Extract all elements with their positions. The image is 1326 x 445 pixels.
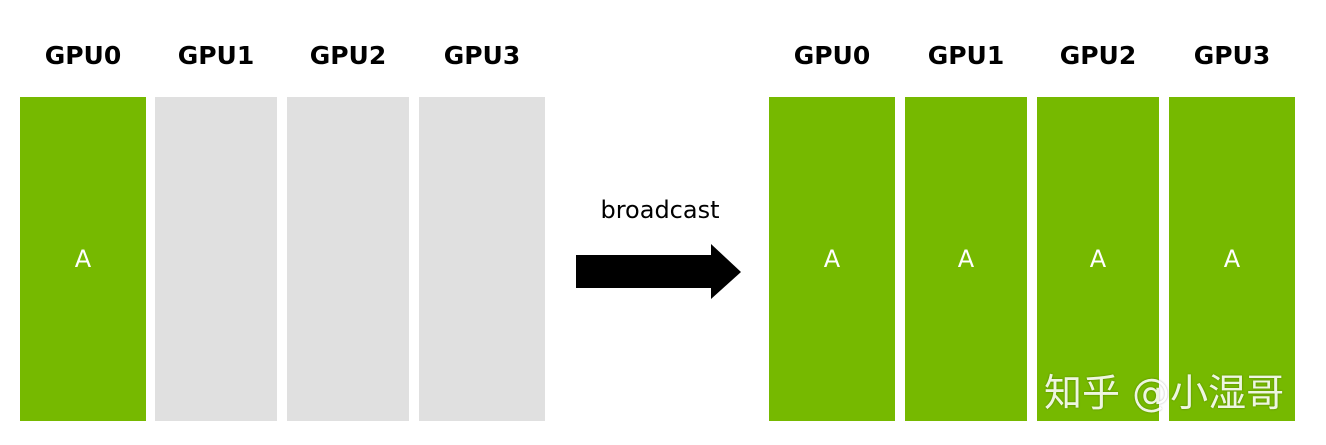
before-gpu1-label: GPU1 <box>177 41 255 70</box>
before-gpu0-buffer: A <box>20 97 146 421</box>
before-gpu3-label: GPU3 <box>443 41 521 70</box>
after-gpu3-buffer: A <box>1169 97 1295 421</box>
before-gpu0-label: GPU0 <box>44 41 122 70</box>
before-gpu3-buffer <box>419 97 545 421</box>
watermark: 知乎 @小湿哥 <box>1044 371 1285 415</box>
after-gpu0-content: A <box>823 245 841 273</box>
before-gpu0-content: A <box>74 245 92 273</box>
after-gpu1-label: GPU1 <box>927 41 1005 70</box>
arrow-right-icon <box>576 244 741 299</box>
after-gpu3-content: A <box>1223 245 1241 273</box>
before-gpu2-label: GPU2 <box>309 41 387 70</box>
after-gpu2-label: GPU2 <box>1059 41 1137 70</box>
after-gpu1-buffer: A <box>905 97 1027 421</box>
after-gpu1-content: A <box>957 245 975 273</box>
after-gpu3-label: GPU3 <box>1193 41 1271 70</box>
before-gpu2-buffer <box>287 97 409 421</box>
operation-label: broadcast <box>600 196 720 224</box>
after-gpu0-buffer: A <box>769 97 895 421</box>
after-gpu2-content: A <box>1089 245 1107 273</box>
after-gpu2-buffer: A <box>1037 97 1159 421</box>
arrow-shape <box>576 244 741 299</box>
after-gpu0-label: GPU0 <box>793 41 871 70</box>
before-gpu1-buffer <box>155 97 277 421</box>
